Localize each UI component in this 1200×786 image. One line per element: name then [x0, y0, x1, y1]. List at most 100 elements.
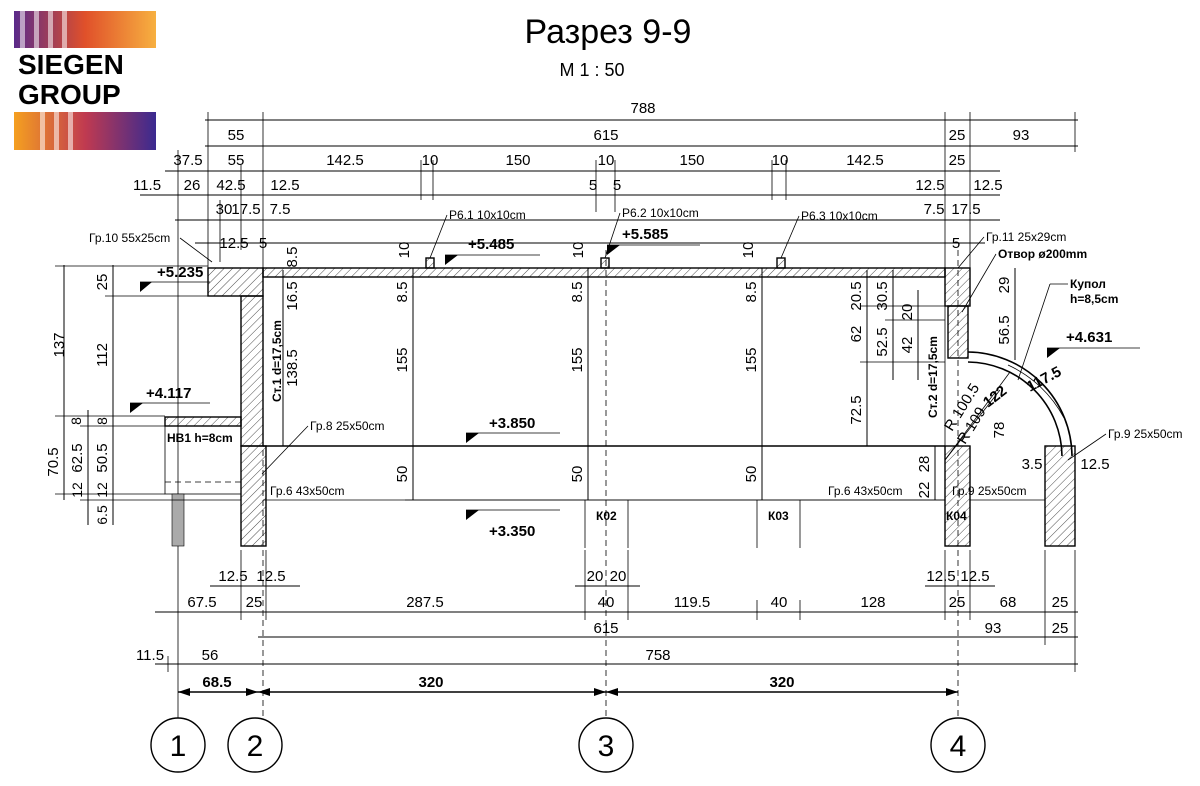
dim-top: 12.5: [915, 177, 944, 194]
dim-inner: 12.5: [1080, 456, 1109, 473]
svg-text:Р6.3 10x10cm: Р6.3 10x10cm: [801, 209, 878, 223]
dim-top: 142.5: [846, 152, 884, 169]
dim-inner: 30.5: [874, 281, 891, 310]
svg-text:Гр.11 25x29cm: Гр.11 25x29cm: [986, 230, 1066, 244]
label-otvor: Отвор ø200mm: [998, 247, 1087, 261]
svg-text:Гр.6 43x50cm: Гр.6 43x50cm: [828, 484, 903, 498]
siegen-logo: SIEGEN GROUP: [14, 11, 156, 150]
axis-label: 3: [598, 730, 615, 763]
axis-label: 4: [950, 730, 967, 763]
dim-top: 25: [949, 152, 966, 169]
level-mark: +3.350: [489, 523, 535, 540]
svg-text:Ст.2 d=17,5cm: Ст.2 d=17,5cm: [926, 336, 940, 418]
level-mark: +3.850: [489, 415, 535, 432]
level-mark: +4.117: [146, 385, 191, 402]
dim-top: 26: [184, 177, 201, 194]
dim-bottom: 12.5: [256, 568, 285, 585]
drawing-scale: М 1 : 50: [559, 60, 624, 80]
dim-top: 55: [228, 127, 245, 144]
dim-top: 17.5: [951, 201, 980, 218]
dim-top: 10: [772, 152, 789, 169]
dim-inner: 42: [899, 337, 916, 354]
dim-top: 11.5: [133, 177, 161, 194]
dim-bottom: 40: [598, 594, 615, 611]
dim-left: 12: [94, 482, 110, 498]
dim-inner: 16.5: [284, 281, 301, 310]
svg-text:Гр.9 25x50cm: Гр.9 25x50cm: [952, 484, 1027, 498]
dim-top: 5: [613, 177, 621, 194]
dim-bottom: 11.5: [136, 647, 164, 664]
label-gr10: Гр.10 55x25cm: [89, 231, 170, 245]
axis-markers: 1 2 3 4: [150, 717, 986, 773]
dim-top: 55: [228, 152, 245, 169]
dim-bottom: 25: [246, 594, 263, 611]
dim-inner: 20: [899, 304, 916, 321]
dim-inner: 50: [743, 466, 760, 483]
dim-top: 142.5: [326, 152, 364, 169]
dim-top: 10: [396, 242, 413, 259]
dim-bottom: 128: [860, 594, 885, 611]
dim-left: 70.5: [45, 447, 62, 476]
dim-top: 42.5: [216, 177, 245, 194]
dim-bottom: 12.5: [926, 568, 955, 585]
dim-inner: 155: [569, 347, 586, 372]
element-labels: Гр.10 55x25cm Р6.1 10x10cm Р6.2 10x10cm …: [89, 206, 1183, 523]
dim-bottom: 758: [645, 647, 670, 664]
dim-top: 615: [593, 127, 618, 144]
dim-inner: 22: [916, 482, 933, 499]
dim-top: 93: [1013, 127, 1030, 144]
dim-inner: 29: [996, 277, 1013, 294]
dim-top: 12.5: [270, 177, 299, 194]
dim-inner: 62: [848, 326, 865, 343]
drawing-title: Разрез 9-9: [525, 13, 692, 51]
dim-inner: 155: [743, 347, 760, 372]
dim-inner: 52.5: [874, 327, 891, 356]
top-dimensions: 788 55 615 25 93 37.5 55 142.5 10 150 10…: [133, 100, 1078, 720]
dim-inner: 3.5: [1022, 456, 1043, 473]
logo-line2: GROUP: [18, 79, 121, 110]
dim-left: 25: [94, 274, 111, 291]
dim-top: 7.5: [270, 201, 291, 218]
dim-inner: 138.5: [284, 349, 301, 387]
dim-inner: 56.5: [996, 315, 1013, 344]
dim-top: 12.5: [219, 235, 248, 252]
dim-bottom: 320: [769, 674, 794, 691]
dim-top: 5: [259, 235, 267, 252]
inner-dimensions: 8.5 16.5 138.5 8.5 155 50 8.5 155 50 8.5…: [282, 247, 1110, 501]
dim-left: 12: [69, 482, 85, 498]
dim-left: 137: [51, 332, 68, 357]
label-k04: К04: [946, 509, 967, 523]
dim-inner: 8.5: [569, 282, 586, 303]
dim-bottom: 20: [610, 568, 627, 585]
dim-left: 6.5: [94, 505, 110, 525]
dim-bottom: 20: [587, 568, 604, 585]
dim-left: 62.5: [69, 443, 86, 472]
dim-top: 150: [679, 152, 704, 169]
level-mark: +5.235: [157, 264, 203, 281]
dim-top: 10: [740, 242, 757, 259]
dim-top: 25: [949, 127, 966, 144]
dim-top-total: 788: [630, 100, 655, 117]
bottom-dimensions: 12.5 12.5 20 20 12.5 12.5 67.5 25 287.5 …: [136, 550, 1078, 696]
dim-bottom: 119.5: [674, 594, 710, 611]
dim-inner: 50: [394, 466, 411, 483]
dim-inner: 8.5: [394, 282, 411, 303]
dim-top: 17.5: [231, 201, 260, 218]
dim-bottom: 320: [418, 674, 443, 691]
dim-left: 8: [68, 417, 84, 425]
dim-bottom: 56: [202, 647, 219, 664]
dim-top: 5: [952, 235, 960, 252]
dim-top: 37.5: [173, 152, 202, 169]
dim-bottom: 68.5: [202, 674, 231, 691]
dim-top: 7.5: [924, 201, 945, 218]
svg-text:Гр.9 25x50cm: Гр.9 25x50cm: [1108, 427, 1183, 441]
dim-inner: 50: [569, 466, 586, 483]
dim-inner: 20.5: [848, 281, 865, 310]
dim-left: 112: [94, 343, 111, 367]
dim-bottom: 25: [949, 594, 966, 611]
dim-bottom: 615: [593, 620, 618, 637]
label-k03: К03: [768, 509, 789, 523]
dim-inner: 78: [991, 422, 1008, 439]
left-dimensions: 137 25 112 8 8 70.5 62.5 50.5 12 12 6.5: [45, 265, 208, 525]
